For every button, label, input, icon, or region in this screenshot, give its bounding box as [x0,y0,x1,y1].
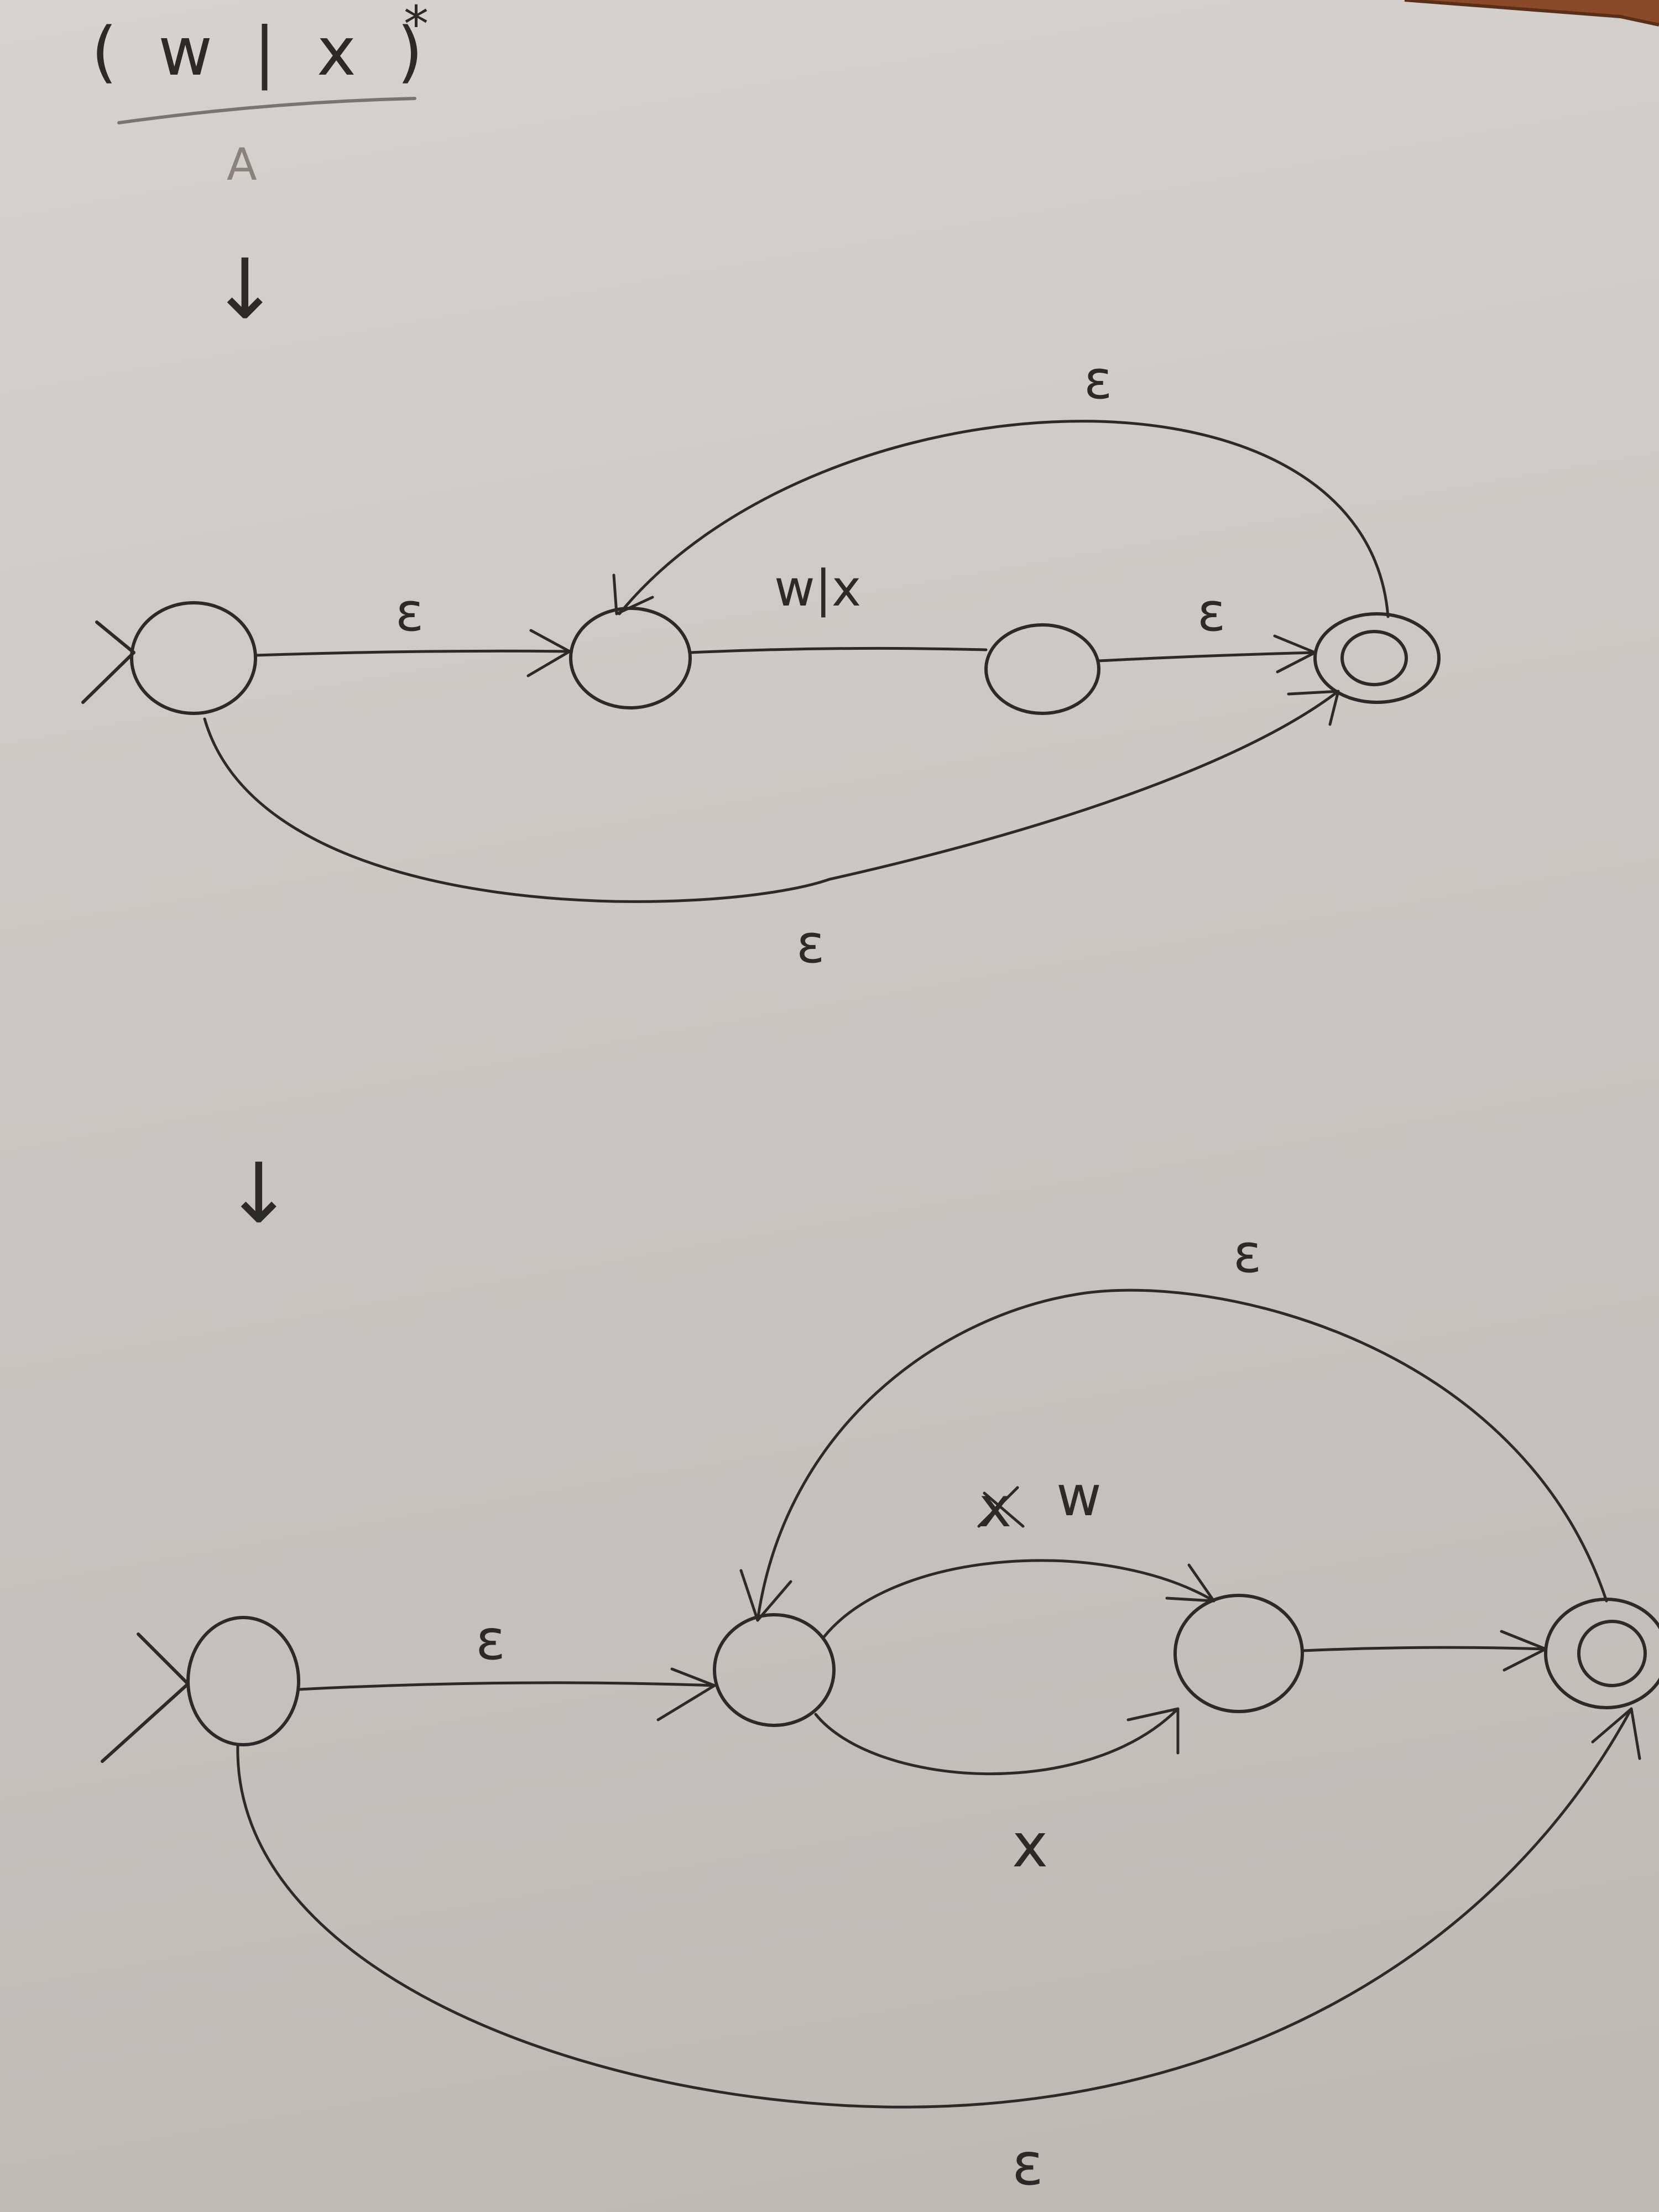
state-1 [569,607,692,709]
edge-label: w [1056,1464,1102,1528]
arrowhead-icon [1500,1630,1547,1672]
arrowhead-icon [656,1667,716,1721]
final-state [1544,1598,1659,1709]
arrowhead-icon [1287,690,1340,726]
edge-bypass: ε [236,1707,1641,2198]
state-2 [1173,1594,1304,1713]
arrowhead-icon [1126,1707,1180,1755]
arrowhead-icon [1165,1563,1215,1603]
edge-label: ε [1233,1224,1261,1285]
arrowhead-icon [612,573,654,615]
header-label-a: A [227,139,257,190]
edge-label: w|x [774,560,861,618]
edge-label: ε [1012,2131,1044,2198]
transform-arrow-1: ↓ [210,242,280,338]
arrowhead-icon [739,1569,792,1622]
regex-expression: ( w | x ) [91,14,433,91]
edge-bypass: ε [203,690,1340,975]
start-state [101,1616,300,1763]
edge-s2-to-final: ε [1097,582,1317,674]
underline-rule [117,97,416,124]
edge-s1-to-s2: w|x [688,560,988,654]
transform-arrow-2: ↓ [224,1146,294,1242]
state-1 [713,1613,836,1727]
edge-loop-back: ε [739,1224,1608,1622]
svg-text:x: x [979,1475,1011,1540]
arrowhead-icon [526,629,571,677]
start-arrow-icon [101,1632,190,1763]
edge-label: ε [796,914,825,975]
edge-start-to-s1: ε [254,582,571,677]
nfa-diagram-2: ε w x x ε [101,1224,1659,2198]
state-2 [984,623,1100,715]
edge-s2-to-final [1301,1630,1547,1672]
edge-loop-back: ε [612,350,1390,618]
edge-lower-x: x [814,1707,1180,1881]
arrowhead-icon [1591,1707,1641,1760]
edge-label: ε [1084,350,1112,411]
edge-label: x [1012,1810,1048,1881]
edge-label: ε [476,1608,505,1672]
start-state [81,601,257,715]
edge-start-to-s1: ε [297,1608,716,1721]
edge-label: ε [1197,582,1225,643]
arrowhead-icon [1273,634,1317,674]
start-arrow-icon [81,620,135,704]
edge-upper-w: w x [822,1464,1215,1639]
desk-corner [1404,0,1659,27]
header: ( w | x ) * A [91,0,433,190]
kleene-star: * [404,0,429,54]
scribble-mark: x [977,1475,1025,1540]
final-state [1313,612,1441,704]
edge-label: ε [395,582,424,643]
nfa-diagram-1: ε w|x ε ε ε [81,350,1441,975]
